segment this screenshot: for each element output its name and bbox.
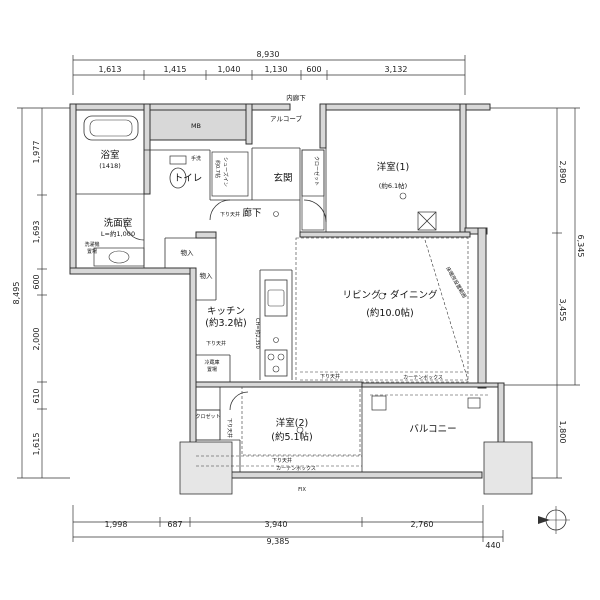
label-laundry-1: 洗濯機 bbox=[84, 241, 99, 248]
top-dim-1: 1,613 bbox=[99, 65, 122, 74]
label-washroom-note: L=約1,000 bbox=[101, 229, 135, 238]
label-living: リビング・ダイニング bbox=[342, 289, 438, 301]
right-total-dim: 6,345 bbox=[576, 235, 585, 258]
left-dim-3: 600 bbox=[32, 274, 41, 289]
right-dim-3: 1,800 bbox=[558, 421, 567, 444]
top-dim-2: 1,415 bbox=[164, 65, 187, 74]
label-kitchen-ceiling: CH=約2,350 bbox=[254, 318, 261, 349]
label-shoes-1: シューズイン bbox=[222, 157, 229, 187]
label-alcove: アルコーブ bbox=[270, 114, 302, 123]
label-lowered-ceiling-1: 下り天井 bbox=[220, 211, 240, 218]
label-laundry-2: 置場 bbox=[87, 248, 97, 255]
right-dim-1: 2,890 bbox=[558, 161, 567, 184]
label-curtain-box: カーテンボックス bbox=[403, 374, 443, 381]
label-storage: 物入 bbox=[181, 248, 195, 257]
label-lowered-ceiling-5: 下り天井 bbox=[272, 457, 292, 464]
left-dim-5: 610 bbox=[32, 388, 41, 403]
bottom-dimensions: 1,998 687 3,940 2,760 9,385 440 bbox=[72, 505, 504, 550]
label-bath: 浴室 bbox=[100, 149, 119, 161]
label-fix: FIX bbox=[298, 487, 306, 493]
top-total-dim: 8,930 bbox=[257, 50, 280, 59]
left-dim-2: 1,693 bbox=[32, 221, 41, 244]
bottom-dim-4: 2,760 bbox=[411, 520, 434, 529]
left-dimensions: 8,495 1,977 1,693 600 2,000 610 1,615 bbox=[12, 107, 70, 479]
label-western2: 洋室(2) bbox=[276, 417, 308, 429]
bottom-dim-3: 3,940 bbox=[265, 520, 288, 529]
top-dim-4: 1,130 bbox=[265, 65, 288, 74]
label-lowered-ceiling-3: 下り天井 bbox=[320, 373, 340, 380]
label-western1: 洋室(1) bbox=[377, 161, 409, 173]
label-entrance: 玄関 bbox=[273, 172, 292, 184]
top-dim-5: 600 bbox=[306, 65, 321, 74]
bottom-dim-1: 1,998 bbox=[105, 520, 128, 529]
top-dim-3: 1,040 bbox=[218, 65, 241, 74]
left-total-dim: 8,495 bbox=[12, 282, 21, 305]
bottom-extra-dim: 440 bbox=[485, 541, 500, 550]
top-dimensions: 8,930 1,613 1,415 1,040 1,130 600 3,132 bbox=[72, 50, 466, 95]
fixtures bbox=[83, 115, 490, 467]
label-shoes-2: 約0.7帖 bbox=[214, 160, 221, 178]
label-hand-wash: 手洗 bbox=[191, 155, 201, 162]
label-mb: MB bbox=[191, 122, 201, 130]
compass-icon bbox=[538, 506, 570, 534]
label-lowered-ceiling-2: 下り天井 bbox=[206, 340, 226, 347]
left-dim-6: 1,615 bbox=[32, 433, 41, 456]
label-closet: クローゼット bbox=[313, 156, 320, 186]
left-dim-4: 2,000 bbox=[32, 328, 41, 351]
label-toilet: トイレ bbox=[174, 173, 203, 184]
label-balcony: バルコニー bbox=[409, 424, 456, 435]
label-fridge-2: 置場 bbox=[207, 366, 217, 373]
label-lowered-ceiling-4: 下り天井 bbox=[226, 418, 233, 438]
room-labels: 浴室 (1418) トイレ 手洗 洗面室 L=約1,000 洗濯機 置場 物入 … bbox=[84, 93, 467, 493]
bottom-dim-2: 687 bbox=[167, 520, 182, 529]
top-dim-6: 3,132 bbox=[385, 65, 408, 74]
label-bath-size: (1418) bbox=[99, 162, 121, 170]
label-washroom: 洗面室 bbox=[104, 217, 133, 229]
label-corridor: 廊下 bbox=[242, 207, 261, 219]
label-living-size: (約10.0帖) bbox=[366, 307, 414, 319]
label-kitchen: キッチン bbox=[207, 306, 245, 317]
label-kitchen-size: (約3.2帖) bbox=[205, 317, 247, 329]
label-western1-size: (約6.1帖) bbox=[379, 181, 407, 190]
label-fridge-1: 冷蔵庫 bbox=[204, 359, 219, 366]
left-dim-1: 1,977 bbox=[32, 141, 41, 164]
label-western2-size: (約5.1帖) bbox=[271, 431, 313, 443]
label-storage-2: 物入 bbox=[200, 271, 214, 280]
label-closet-2: クロゼット bbox=[195, 413, 220, 420]
bottom-total-dim: 9,385 bbox=[267, 537, 290, 546]
label-floor-heating: 床暖房設置範囲 bbox=[444, 266, 468, 300]
label-inner-corridor: 内廊下 bbox=[286, 93, 306, 102]
right-dim-2: 3,455 bbox=[558, 299, 567, 322]
label-curtain-box-2: カーテンボックス bbox=[276, 465, 316, 472]
